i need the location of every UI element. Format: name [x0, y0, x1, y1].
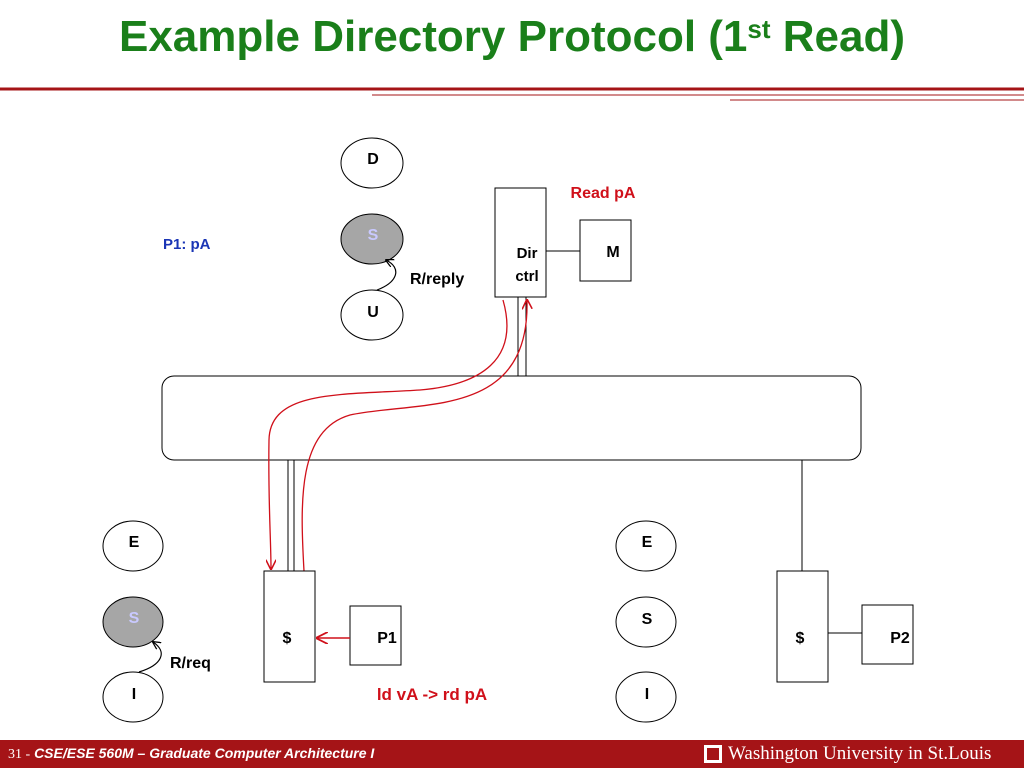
home-transition-arrow [376, 260, 397, 291]
p1-state-i [102, 671, 164, 723]
ld-rd-label: ld vA -> rd pA [377, 685, 487, 704]
dir-ctrl-label-line1: Dir [517, 245, 538, 262]
p1-state-i-label: I [132, 686, 136, 703]
read-request-arrow [301, 300, 527, 572]
proc1-label: P1 [377, 630, 397, 647]
p1-state-s [102, 596, 164, 648]
proc1-box [349, 605, 402, 666]
home-state-s-label: S [368, 227, 379, 244]
home-state-d [340, 137, 404, 189]
course-title: CSE/ESE 560M – Graduate Computer Archite… [34, 745, 375, 761]
cache2-box [776, 570, 829, 683]
slide-number: 31 - [8, 747, 31, 762]
home-state-u-label: U [367, 304, 379, 321]
home-transition-label: R/reply [410, 271, 464, 288]
p2-state-e [615, 520, 677, 572]
university-logo: Washington University in St.Louis [704, 743, 1016, 765]
p1-state-s-label: S [129, 610, 140, 627]
university-name: Washington University in St.Louis [728, 743, 992, 764]
home-state-u [340, 289, 404, 341]
dir-ctrl-box [494, 187, 547, 298]
read-pa-label: Read pA [571, 185, 636, 202]
proc2-box [861, 604, 914, 665]
dir-ctrl-label-line2: ctrl [515, 268, 538, 285]
memory-label: M [606, 244, 619, 261]
read-reply-arrow [269, 299, 508, 569]
home-state-d-label: D [367, 151, 379, 168]
title-text: Example Directory Protocol (1 [118, 12, 748, 61]
title-superscript: st [747, 14, 771, 44]
footer-bar: 31 - CSE/ESE 560M – Graduate Computer Ar… [0, 740, 1024, 768]
interconnect-network [161, 375, 862, 461]
p1-state-e [102, 520, 164, 572]
proc2-label: P2 [890, 630, 910, 647]
p1-state-e-label: E [129, 534, 140, 551]
memory-box [579, 219, 632, 282]
p2-state-i [615, 671, 677, 723]
title-tail: Read) [770, 12, 906, 61]
slide-title: Example Directory Protocol (1st Read) [0, 12, 1024, 62]
footer-text: 31 - CSE/ESE 560M – Graduate Computer Ar… [8, 745, 374, 763]
cache1-box [263, 570, 316, 683]
home-state-s [340, 213, 404, 265]
cache2-label: $ [796, 630, 805, 647]
directory-protocol-diagram: D S U R/reply P1: pA Dir ctrl M Read pA … [0, 87, 1024, 723]
p2-state-i-label: I [645, 686, 649, 703]
crest-icon [704, 745, 722, 763]
p1-transition-label: R/req [170, 655, 211, 672]
p2-state-e-label: E [642, 534, 653, 551]
p1-pa-label: P1: pA [163, 236, 211, 253]
p2-state-s-label: S [642, 611, 653, 628]
p2-state-s [615, 596, 677, 648]
cache1-label: $ [283, 630, 292, 647]
p1-transition-arrow [138, 642, 162, 673]
title-underline [0, 87, 1024, 101]
